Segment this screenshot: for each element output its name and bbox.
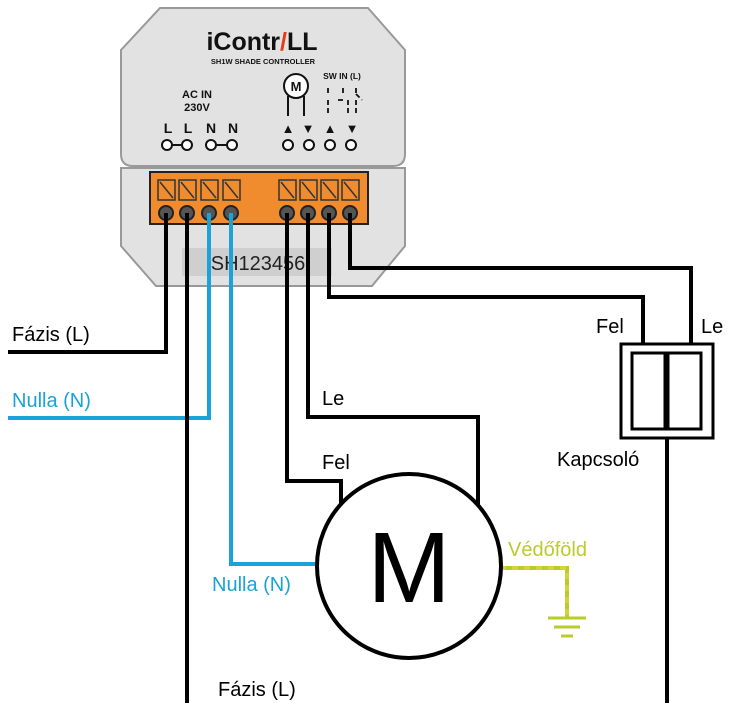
switch-name-label: Kapcsoló <box>557 449 639 471</box>
terminal-circle <box>205 139 217 151</box>
motor-fel-wire <box>285 213 343 506</box>
switch-fel-label: Fel <box>596 316 624 338</box>
neutral-motor-label: Nulla (N) <box>212 574 291 596</box>
motor-circle <box>315 472 503 660</box>
switch-symbol <box>327 88 363 114</box>
phase-left-label: Fázis (L) <box>12 324 90 346</box>
up-arrow-icon: ▲ <box>324 121 337 136</box>
terminal-circle <box>324 139 336 151</box>
terminal-screw-slot <box>222 179 241 201</box>
serial-number: SH123456 <box>211 253 306 275</box>
down-arrow-icon: ▼ <box>302 121 315 136</box>
neutral-motor-wire <box>229 213 318 566</box>
earth-wire-stripe <box>500 566 569 618</box>
switch-fel-wire <box>327 213 645 344</box>
switch-le-label: Le <box>701 316 723 338</box>
le-motor-label: Le <box>322 388 344 410</box>
voltage-label: 230V <box>184 102 210 114</box>
terminal-screws <box>157 179 360 201</box>
terminal-circle <box>345 139 357 151</box>
terminal-circle <box>226 139 238 151</box>
device-motor-symbol <box>283 73 309 99</box>
output-terminal-symbols <box>282 139 357 151</box>
terminal-circle <box>181 139 193 151</box>
controller-device: iContr/LL SH1W SHADE CONTROLLER AC IN 23… <box>120 7 406 287</box>
switch-le-wire <box>348 213 693 344</box>
terminal-circle <box>303 139 315 151</box>
switch-rocker-left <box>630 351 667 431</box>
model-label: SH1W SHADE CONTROLLER <box>211 57 316 66</box>
terminal-screw-slot <box>341 179 360 201</box>
motor: M <box>315 472 503 660</box>
brand-logo-prefix: iContr <box>206 28 280 56</box>
terminal-screw-slot <box>299 179 318 201</box>
up-arrow-icon: ▲ <box>282 121 295 136</box>
terminal-screw-slot <box>178 179 197 201</box>
terminal-circle <box>161 139 173 151</box>
terminal-circle <box>282 139 294 151</box>
device-motor-letter: M <box>291 79 302 94</box>
earth-label: Védőföld <box>508 539 587 561</box>
terminal-letter: N <box>206 120 216 136</box>
ac-in-label: AC IN <box>182 89 212 101</box>
terminal-screw-slot <box>320 179 339 201</box>
wall-switch <box>619 342 715 440</box>
down-arrow-icon: ▼ <box>346 121 359 136</box>
brand-logo-accent: / <box>280 28 287 56</box>
terminal-screw-slot <box>200 179 219 201</box>
terminal-letter: L <box>164 120 173 136</box>
fel-motor-label: Fel <box>322 452 350 474</box>
brand-logo: iContr/LL <box>206 28 317 56</box>
device-upper-housing <box>120 7 406 167</box>
ac-terminal-symbols <box>161 139 238 151</box>
terminal-letter: L <box>184 120 193 136</box>
switch-rocker-right <box>666 351 703 431</box>
wires <box>8 213 693 703</box>
device-motor-leads <box>287 96 305 116</box>
phase-input-wire <box>8 213 168 354</box>
sw-in-label: SW IN (L) <box>323 71 361 81</box>
earth-wire <box>500 566 569 618</box>
screw-slash-marks <box>159 181 358 199</box>
terminal-letter: N <box>228 120 238 136</box>
motor-le-wire <box>306 213 480 506</box>
brand-logo-suffix: LL <box>287 28 318 56</box>
phase-bottom-label: Fázis (L) <box>218 679 296 701</box>
motor-letter: M <box>367 512 450 624</box>
earth-ground-icon <box>548 616 586 638</box>
neutral-left-label: Nulla (N) <box>12 390 91 412</box>
terminal-screw-slot <box>157 179 176 201</box>
neutral-input-wire <box>8 213 211 420</box>
terminal-screw-slot <box>278 179 297 201</box>
